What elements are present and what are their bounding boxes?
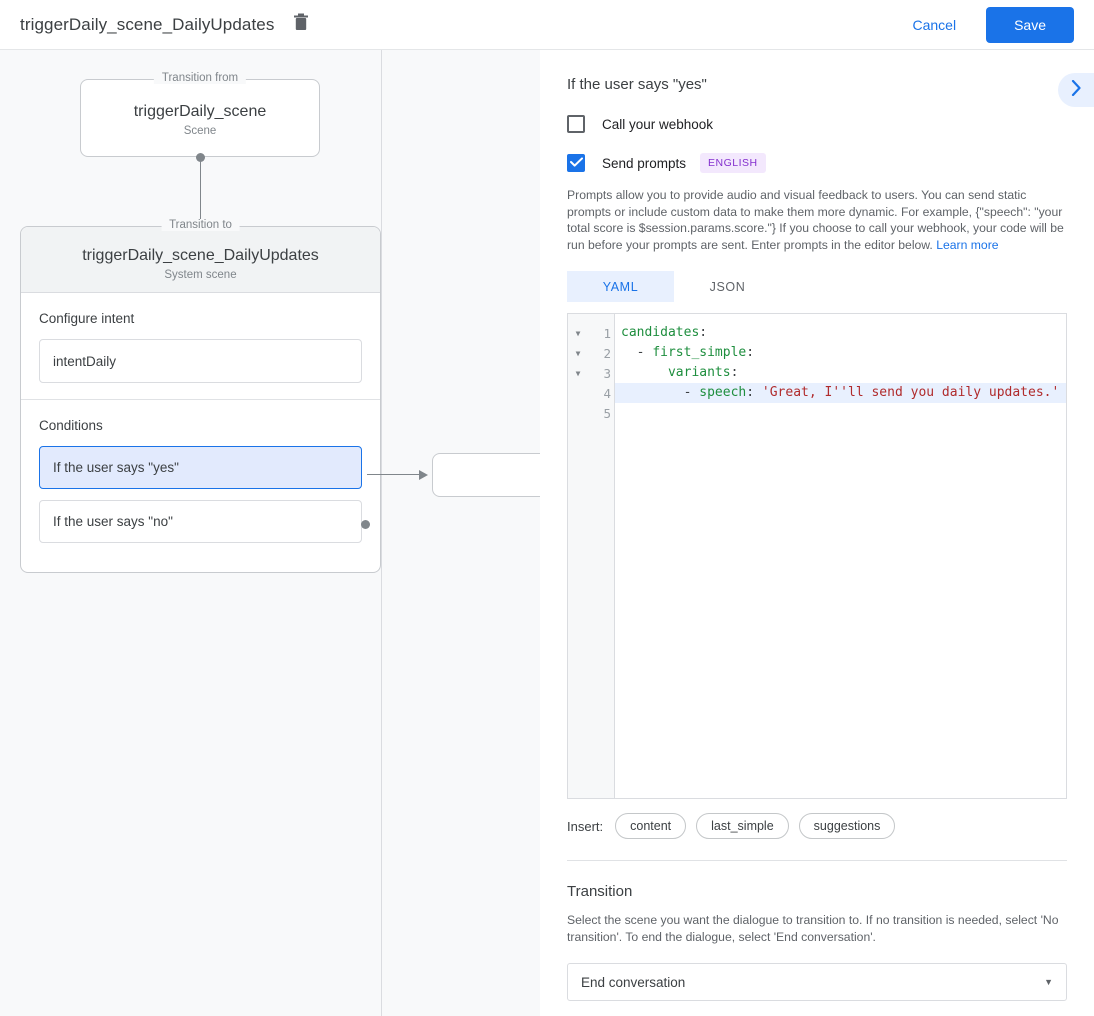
send-prompts-checkbox[interactable] [567,154,585,172]
configure-intent-label: Configure intent [39,311,135,326]
transition-section: Transition Select the scene you want the… [567,861,1067,1001]
connector-arrow-horizontal [367,469,428,480]
conditions-label: Conditions [39,418,103,433]
transition-from-legend: Transition from [153,72,247,84]
top-bar: triggerDaily_scene_DailyUpdates Cancel S… [0,0,1094,50]
code-key: first_simple [652,345,747,360]
send-prompts-label: Send prompts [602,155,687,171]
delete-button[interactable] [288,12,314,38]
prompts-description-text: Prompts allow you to provide audio and v… [567,188,1064,252]
intent-field[interactable]: intentDaily [39,339,362,383]
code-key: speech [699,385,747,400]
fold-triangle-icon[interactable]: ▼ [575,368,581,378]
transition-description: Select the scene you want the dialogue t… [567,913,1059,944]
condition-item-yes[interactable]: If the user says "yes" [39,446,362,489]
code-line: - first_simple: [615,343,1066,363]
graph-canvas[interactable]: Transition from triggerDaily_scene Scene… [0,50,540,1016]
editor-format-tabs: YAML JSON [567,271,1067,302]
call-webhook-checkbox[interactable] [567,115,585,133]
editor-gutter: ▼1 ▼2 ▼3 4 5 [568,314,615,798]
code-indent [621,365,668,380]
chevron-down-icon: ▼ [1044,977,1053,987]
learn-more-link[interactable]: Learn more [936,237,999,252]
fold-triangle-icon[interactable]: ▼ [575,348,581,358]
transition-from-subtitle: Scene [183,125,217,137]
line-number: 5 [603,405,611,421]
call-webhook-label: Call your webhook [602,116,714,132]
language-badge: ENGLISH [700,153,766,173]
page-title: triggerDaily_scene_DailyUpdates [20,14,275,34]
transition-from-title: triggerDaily_scene [133,103,267,120]
cancel-button[interactable]: Cancel [898,9,970,41]
code-key: candidates [621,325,700,340]
gutter-line: ▼3 [568,363,614,383]
downstream-node-placeholder[interactable] [432,453,540,497]
transition-title: Transition [567,883,633,900]
prompts-description: Prompts allow you to provide audio and v… [567,187,1067,253]
transition-select[interactable]: End conversation ▼ [567,963,1067,1001]
code-line: variants: [615,363,1066,383]
line-number: 4 [603,385,611,401]
gutter-line: 5 [568,403,614,423]
line-number: 2 [603,345,611,361]
top-bar-actions: Cancel Save [898,6,1074,43]
code-indent: - [621,345,653,360]
tab-yaml[interactable]: YAML [567,271,674,302]
send-prompts-row[interactable]: Send prompts ENGLISH [567,153,1067,173]
code-value: 'Great, I''ll send you daily updates.' [761,385,1060,400]
chevron-right-icon [1071,79,1082,101]
details-panel: If the user says "yes" Call your webhook… [540,50,1094,1016]
configure-intent-section: Configure intent intentDaily [21,293,380,399]
panel-section-divider [567,860,1067,861]
transition-to-subtitle: System scene [164,269,237,281]
gutter-line: 4 [568,383,614,403]
line-number: 3 [603,365,611,381]
transition-to-node[interactable]: Transition to triggerDaily_scene_DailyUp… [20,219,381,573]
webhook-row[interactable]: Call your webhook [567,115,1067,133]
panel-title: If the user says "yes" [567,76,707,93]
gutter-line: ▼1 [568,323,614,343]
code-indent: - [621,385,700,400]
connector-dot-condition [361,520,370,529]
code-punct: : [730,365,739,380]
transition-from-node[interactable]: Transition from triggerDaily_scene Scene [80,72,320,157]
transition-to-legend: Transition to [161,219,240,231]
details-panel-body: If the user says "yes" Call your webhook… [540,50,1094,1001]
transition-to-header: triggerDaily_scene_DailyUpdates System s… [21,227,380,293]
insert-label: Insert: [567,818,604,834]
section-divider [21,399,380,400]
insert-chip-suggestions[interactable]: suggestions [798,813,896,839]
save-button[interactable]: Save [986,6,1074,43]
code-line-active: - speech: 'Great, I''ll send you daily u… [615,383,1066,403]
code-punct: : [746,345,755,360]
code-key: variants [667,365,731,380]
prompt-code-editor[interactable]: ▼1 ▼2 ▼3 4 5 candidates: - first_simple:… [567,313,1067,799]
gutter-line: ▼2 [568,343,614,363]
code-line: candidates: [615,323,1066,343]
trash-icon [293,13,309,36]
code-punct: : [746,385,762,400]
editor-code-area[interactable]: candidates: - first_simple: variants: - … [615,314,1066,798]
checkmark-icon [569,154,583,172]
tab-json[interactable]: JSON [709,279,746,294]
condition-item-no[interactable]: If the user says "no" [39,500,362,543]
line-number: 1 [603,325,611,341]
code-line [615,403,1066,423]
canvas-divider-line [381,50,382,1016]
transition-selected-value: End conversation [581,974,686,990]
conditions-section: Conditions If the user says "yes" If the… [21,400,380,570]
panel-expand-button[interactable] [1058,73,1094,107]
transition-to-title: triggerDaily_scene_DailyUpdates [82,247,319,264]
insert-chip-content[interactable]: content [615,813,687,839]
code-punct: : [699,325,708,340]
insert-row: Insert: content last_simple suggestions [567,813,1067,839]
fold-triangle-icon[interactable]: ▼ [575,328,581,338]
insert-chip-last-simple[interactable]: last_simple [696,813,789,839]
